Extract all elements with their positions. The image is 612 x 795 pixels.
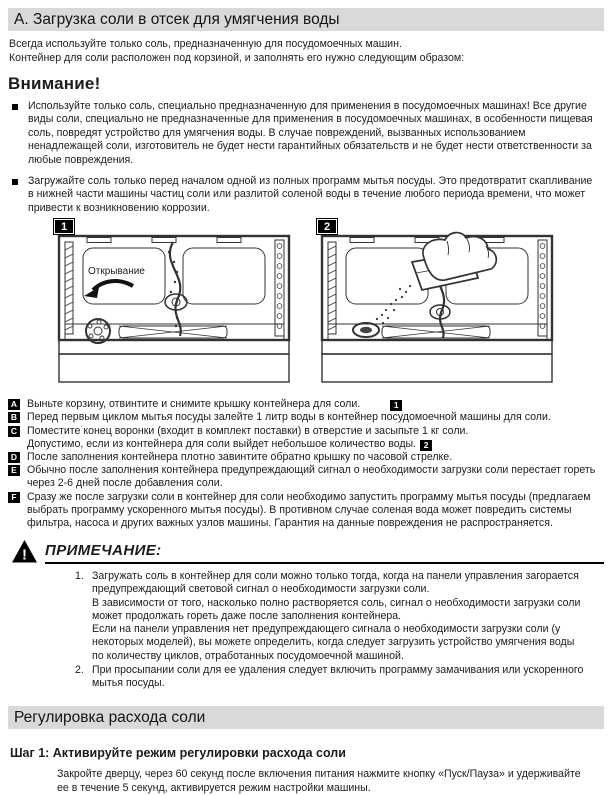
step-letter-badge: C — [8, 425, 20, 437]
figure-row: 1 — [54, 219, 604, 386]
warning-bullet-1: Используйте только соль, специально пред… — [8, 100, 604, 167]
step-letter-badge: B — [8, 412, 20, 424]
step-c: C Поместите конец воронки (входит в комп… — [8, 425, 604, 451]
step-f-text: Сразу же после загрузки соли в контейнер… — [27, 490, 591, 530]
lettered-instruction-list: A Выньте корзину, отвинтите и снимите кр… — [8, 398, 604, 530]
warning-heading: Внимание! — [8, 74, 101, 93]
warning-bullet-2: Загружайте соль только перед началом одн… — [8, 175, 604, 215]
note-item-2-number: 2. — [75, 663, 84, 676]
note-item-1-number: 1. — [75, 570, 84, 583]
figure-ref-badge-1: 1 — [390, 400, 403, 412]
step-a-text: Выньте корзину, отвинтите и снимите крыш… — [27, 398, 361, 411]
step-b-text: Перед первым циклом мытья посуды залейте… — [27, 411, 551, 424]
step1-paragraph: Закройте дверцу, через 60 секунд после в… — [57, 768, 581, 794]
note-item-2-paragraph-1: При просыпании соли для ее удаления след… — [92, 663, 584, 689]
intro-line-1: Всегда используйте только соль, предназн… — [9, 38, 402, 50]
salt-grains — [375, 285, 412, 325]
open-direction-arrow — [84, 287, 99, 299]
svg-text:!: ! — [22, 547, 27, 564]
figure-2-number-badge: 2 — [317, 219, 337, 235]
warning-bullet-1-text: Используйте только соль, специально пред… — [28, 100, 593, 166]
step-letter-badge: A — [8, 399, 20, 411]
note-header: ! ПРИМЕЧАНИЕ: — [8, 539, 604, 565]
warning-bullet-list: Используйте только соль, специально пред… — [8, 100, 604, 215]
note-item-1-paragraph-3: Если на панели управления нет предупрежд… — [92, 623, 575, 662]
step-c-text2: Допустимо, если из контейнера для соли в… — [27, 437, 417, 450]
note-item-1-paragraph-2: В зависимости от того, насколько полно р… — [92, 596, 581, 622]
note-heading: ПРИМЕЧАНИЕ: — [45, 542, 604, 565]
step-b: B Перед первым циклом мытья посуды залей… — [8, 411, 604, 424]
dishwasher-interior-open-illustration: Открывание — [57, 235, 291, 383]
section-title-salt-loading: А. Загрузка соли в отсек для умягчения в… — [8, 8, 604, 31]
bullet-square-icon — [12, 104, 18, 110]
bullet-square-icon — [12, 179, 18, 186]
step-c-text: Поместите конец воронки (входит в компле… — [27, 424, 469, 437]
step-f: F Сразу же после загрузки соли в контейн… — [8, 491, 604, 531]
figure-1-open-label: Открывание — [88, 266, 145, 277]
step-e-text: Обычно после заполнения контейнера преду… — [27, 464, 596, 490]
figure-ref-badge-2: 2 — [420, 439, 433, 451]
step-a: A Выньте корзину, отвинтите и снимите кр… — [8, 398, 604, 412]
section-title-salt-consumption: Регулировка расхода соли — [8, 706, 604, 730]
note-list: 1. Загружать соль в контейнер для соли м… — [75, 570, 587, 690]
warning-bullet-2-text: Загружайте соль только перед началом одн… — [28, 175, 593, 214]
step1-heading: Шаг 1: Активируйте режим регулировки рас… — [10, 746, 346, 761]
figure-1-open-cap: 1 — [54, 219, 291, 386]
figure-2-pour-salt: 2 — [317, 219, 554, 386]
step-d-text: После заполнения контейнера плотно завин… — [27, 451, 453, 464]
step-letter-badge: D — [8, 452, 20, 464]
note-item-1-paragraph-1: Загружать соль в контейнер для соли можн… — [92, 570, 579, 596]
hand-illustration — [422, 232, 498, 282]
note-item-2: 2. При просыпании соли для ее удаления с… — [75, 664, 587, 690]
pouring-salt-illustration — [320, 232, 554, 383]
intro-line-2: Контейнер для соли расположен под корзин… — [9, 51, 465, 64]
step-d: D После заполнения контейнера плотно зав… — [8, 451, 604, 464]
figure-1-number-badge: 1 — [54, 219, 74, 235]
note-item-1: 1. Загружать соль в контейнер для соли м… — [75, 570, 587, 662]
warning-triangle-icon: ! — [12, 540, 37, 564]
step-e: E Обычно после заполнения контейнера пре… — [8, 464, 604, 490]
step-letter-badge: F — [8, 491, 20, 503]
intro-paragraph: Всегда используйте только соль, предназн… — [8, 38, 604, 65]
step-letter-badge: E — [8, 465, 20, 477]
